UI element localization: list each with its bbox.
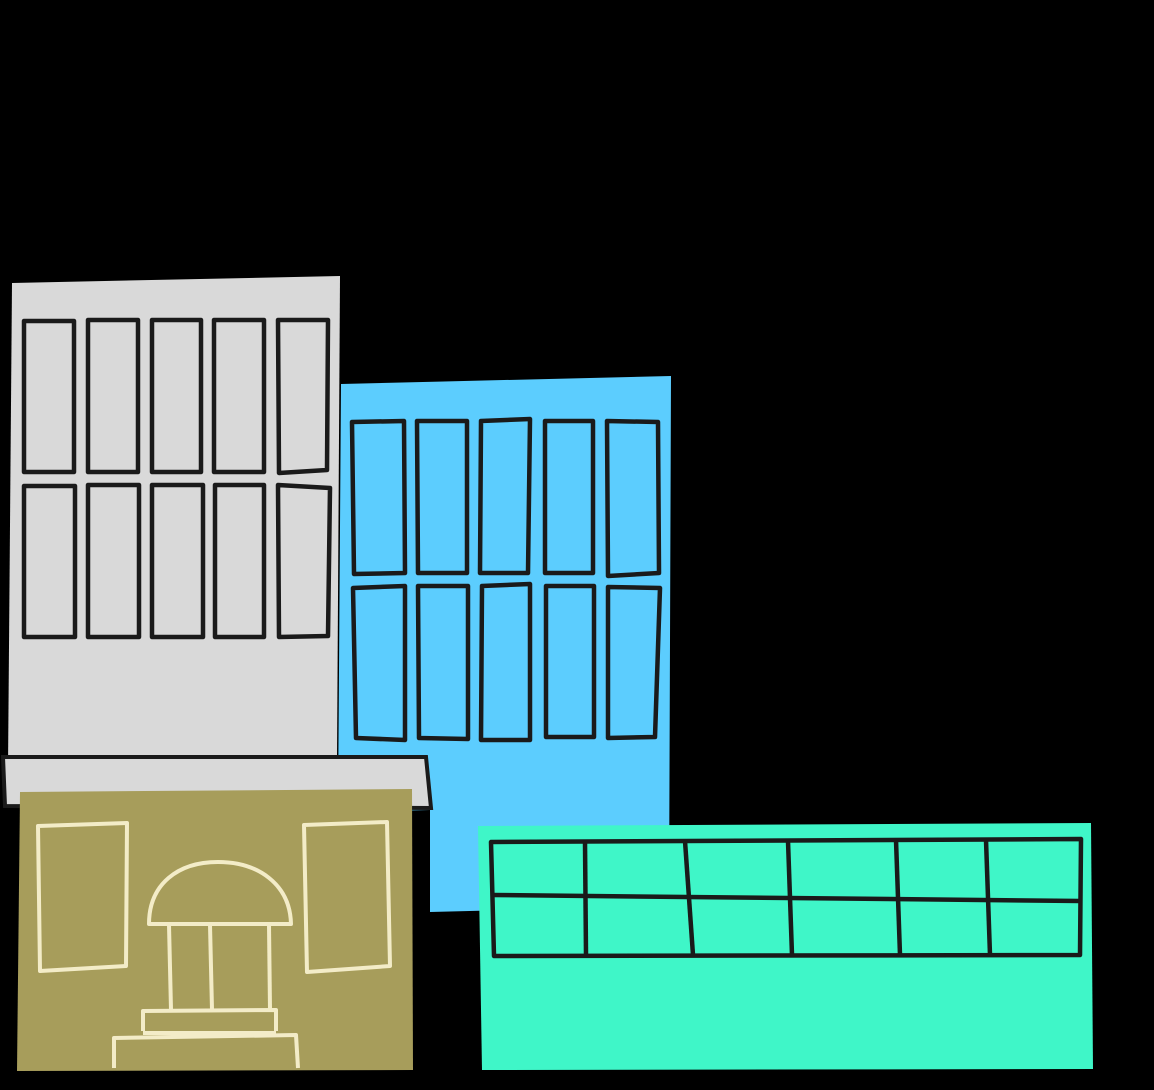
window (604, 418, 662, 579)
window (275, 482, 333, 640)
window (85, 317, 141, 475)
olive-building-facade (17, 789, 413, 1071)
window (85, 482, 142, 640)
grey-building (8, 276, 340, 768)
mint-building-windows (488, 836, 1084, 959)
olive-building (17, 789, 413, 1071)
window-grid-midline (491, 892, 1082, 904)
window (21, 318, 77, 475)
window (478, 581, 533, 743)
window-grid-divider (785, 840, 795, 956)
window (414, 418, 470, 576)
dome-icon (147, 860, 293, 926)
window (542, 418, 596, 576)
window (350, 583, 408, 743)
window (211, 317, 267, 475)
entrance-column (167, 924, 173, 1011)
entrance-step (112, 1033, 300, 1069)
window (149, 482, 206, 640)
blue-building-windows (349, 416, 663, 743)
window (275, 317, 331, 476)
grey-building-facade (8, 276, 340, 768)
window (349, 418, 408, 577)
window-grid (488, 836, 1084, 959)
window (302, 820, 392, 974)
grey-building-windows (21, 317, 333, 640)
entrance-column (208, 924, 214, 1011)
window-grid-divider (582, 841, 589, 956)
entrance-column (267, 924, 272, 1011)
window (36, 821, 129, 973)
window-grid-divider (682, 840, 696, 956)
window-grid-divider (893, 839, 903, 956)
window (212, 482, 267, 640)
window (21, 483, 78, 640)
entrance-step (141, 1008, 278, 1031)
window (543, 583, 597, 740)
mint-building (478, 823, 1093, 1070)
mint-building-facade (478, 823, 1093, 1070)
olive-building-trim (36, 820, 392, 1069)
window (477, 416, 533, 576)
window (415, 583, 471, 742)
window (149, 317, 204, 475)
window (605, 584, 663, 741)
window-grid-divider (983, 839, 993, 956)
